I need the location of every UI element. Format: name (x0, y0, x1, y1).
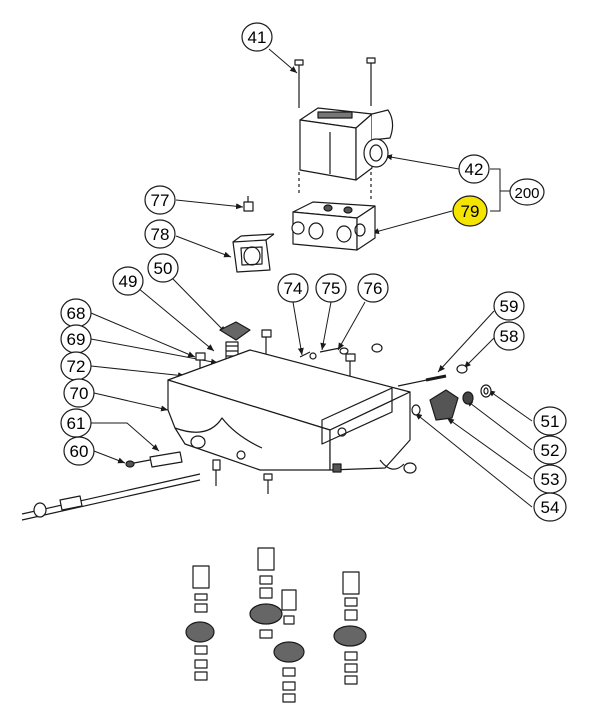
mount-3 (273, 589, 305, 703)
screw-77 (243, 196, 254, 212)
callout-label-41: 41 (248, 28, 267, 47)
callout-label-50: 50 (154, 259, 173, 278)
callout-label-61: 61 (67, 414, 86, 433)
callout-label-75: 75 (322, 279, 341, 298)
callout-50: 50 (147, 253, 179, 283)
callout-79: 79 (452, 195, 488, 227)
callout-label-70: 70 (70, 384, 89, 403)
callout-label-200: 200 (514, 185, 539, 202)
callout-label-68: 68 (67, 304, 86, 323)
terminal-box-79 (291, 201, 376, 251)
callout-200: 200 (509, 178, 545, 206)
callout-label-54: 54 (541, 498, 560, 517)
parts-drawing (21, 57, 492, 703)
callout-49: 49 (112, 266, 144, 296)
callout-77: 77 (144, 185, 176, 215)
callout-75: 75 (315, 273, 347, 303)
pins-74-76 (299, 347, 349, 360)
callout-label-53: 53 (541, 470, 560, 489)
frame-bottom-fasteners (212, 459, 273, 494)
callout-52: 52 (533, 435, 567, 465)
mount-2 (249, 547, 283, 639)
callout-42: 42 (458, 154, 490, 184)
callout-label-72: 72 (67, 357, 86, 376)
callout-53: 53 (533, 464, 567, 494)
callout-78: 78 (144, 219, 176, 249)
callout-label-76: 76 (364, 279, 383, 298)
callout-70: 70 (63, 378, 95, 408)
callout-label-78: 78 (151, 225, 170, 244)
callout-76: 76 (357, 273, 389, 303)
callout-60: 60 (63, 436, 95, 466)
clamp-78 (232, 233, 275, 273)
motor-cover-42 (299, 107, 394, 181)
callout-label-59: 59 (500, 297, 519, 316)
callout-label-51: 51 (541, 412, 560, 431)
callout-label-60: 60 (70, 442, 89, 461)
callout-label-77: 77 (151, 191, 170, 210)
knob-assembly-right (397, 364, 492, 421)
callout-51: 51 (533, 406, 567, 436)
callout-label-69: 69 (67, 330, 86, 349)
callout-72: 72 (60, 351, 92, 381)
callout-41: 41 (241, 22, 273, 52)
shaft-61 (21, 451, 201, 521)
callout-58: 58 (493, 321, 525, 351)
main-frame-70 (167, 349, 417, 474)
callout-54: 54 (533, 492, 567, 522)
callout-68: 68 (60, 298, 92, 328)
callout-59: 59 (493, 291, 525, 321)
callout-label-52: 52 (541, 441, 560, 460)
mount-4 (333, 571, 367, 685)
callout-label-58: 58 (500, 327, 519, 346)
vibration-mounts (185, 547, 367, 703)
callout-label-79: 79 (461, 202, 480, 221)
callout-label-74: 74 (284, 279, 303, 298)
callout-61: 61 (60, 408, 92, 438)
callout-69: 69 (60, 324, 92, 354)
callout-label-49: 49 (119, 272, 138, 291)
callouts: 41 42 200 79 77 78 49 50 74 75 76 68 69 … (60, 22, 567, 522)
mount-1 (185, 565, 215, 681)
callout-74: 74 (277, 273, 309, 303)
callout-label-42: 42 (465, 160, 484, 179)
